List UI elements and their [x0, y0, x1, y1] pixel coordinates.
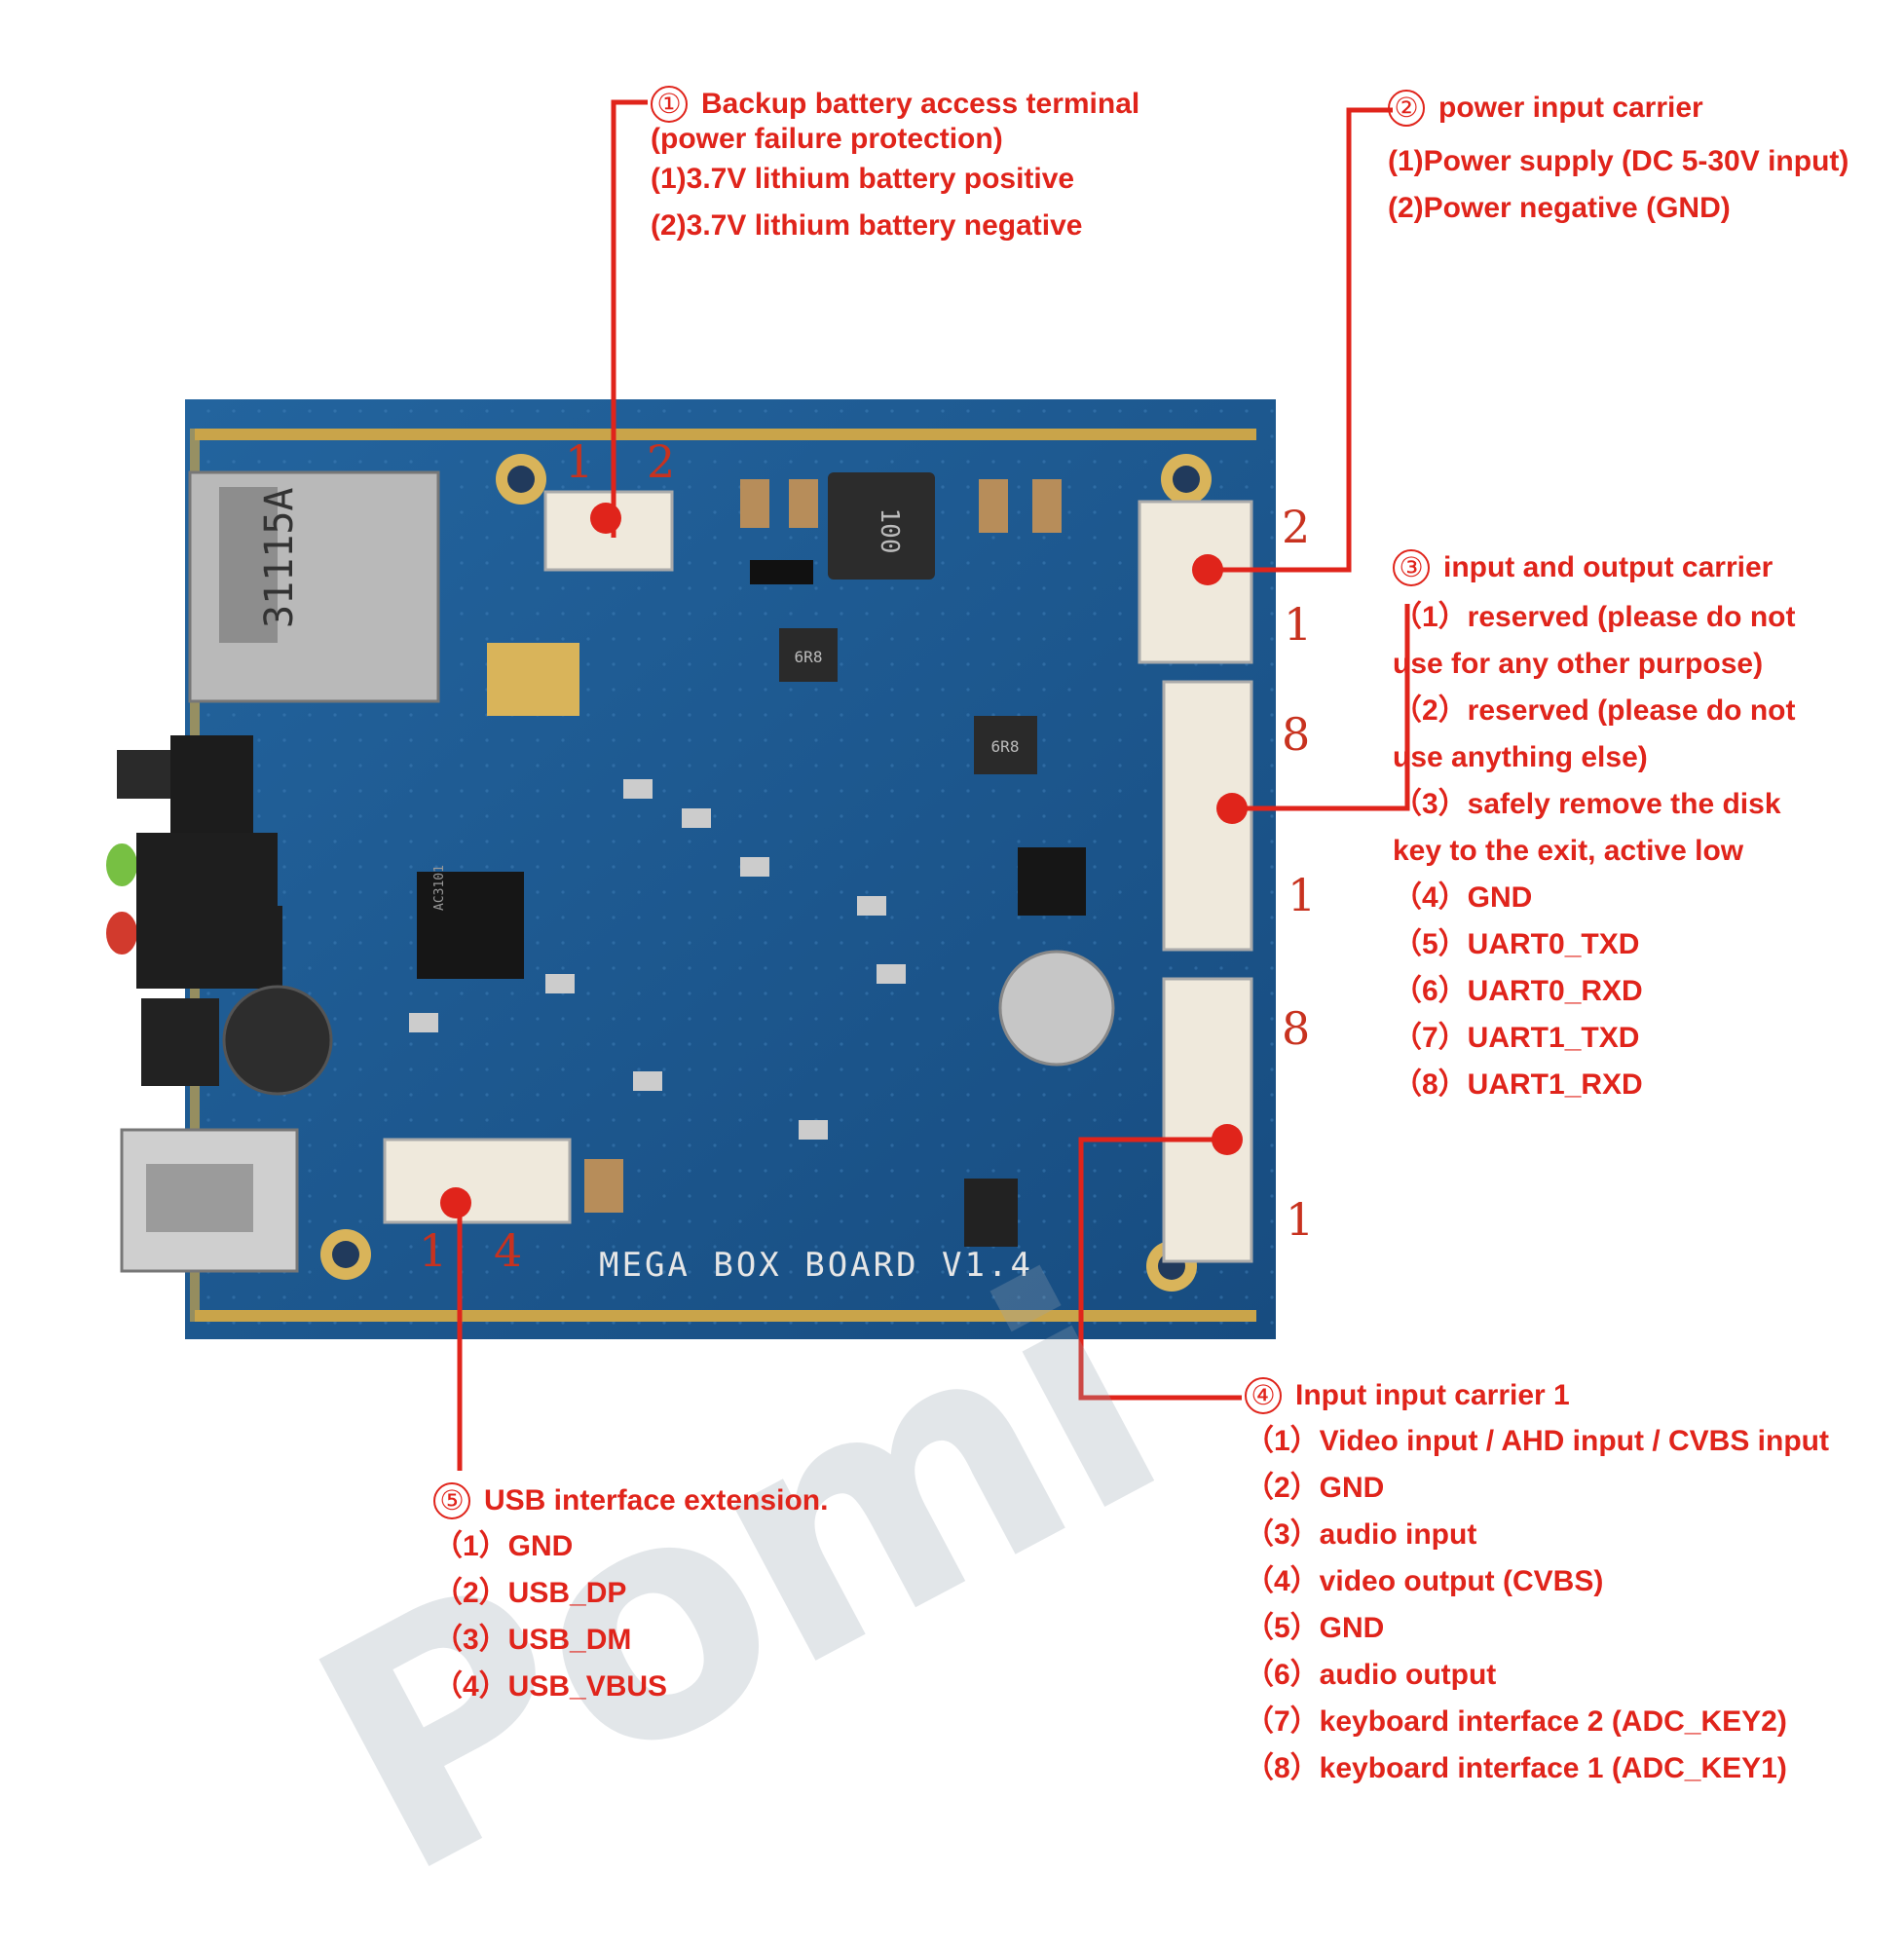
- usb-extension-connector: [383, 1138, 572, 1224]
- callout-line: （6）UART0_RXD: [1393, 975, 1643, 1007]
- sd-card-text: 31115A: [257, 488, 302, 629]
- callout-line: （7）keyboard interface 2 (ADC_KEY2): [1245, 1705, 1787, 1738]
- leader-lines: [457, 99, 1410, 1471]
- callout-title-row: ③ input and output carrier: [1393, 549, 1795, 586]
- callout-title: power input carrier: [1438, 92, 1703, 124]
- usb-pin-1: 1: [419, 1224, 447, 1277]
- callout-title: input and output carrier: [1443, 551, 1773, 583]
- callout-line: （7）UART1_TXD: [1393, 1022, 1640, 1054]
- input-pin-1: 1: [1286, 1193, 1314, 1246]
- marker-dots: [440, 503, 1248, 1218]
- callout-input-carrier: ④ Input input carrier 1 （1）Video input /…: [1245, 1377, 1829, 1792]
- callout-line: （3）safely remove the disk: [1393, 788, 1781, 820]
- inductor-label-1: 100: [875, 508, 904, 554]
- callout-title-row: ① Backup battery access terminal: [651, 86, 1139, 123]
- power-pin-2: 2: [1282, 501, 1310, 553]
- callout-line: （1）GND: [433, 1530, 574, 1562]
- inductor-label-3: 6R8: [991, 737, 1020, 756]
- callout-line: （1）Video input / AHD input / CVBS input: [1245, 1425, 1829, 1457]
- callout-line: (1)3.7V lithium battery positive: [651, 163, 1075, 195]
- callout-line: （5）GND: [1245, 1612, 1385, 1644]
- callout-title: USB interface extension.: [484, 1484, 829, 1516]
- callout-line: （3）audio input: [1245, 1518, 1477, 1551]
- callout-line: （6）audio output: [1245, 1659, 1497, 1691]
- callout-line: （8）keyboard interface 1 (ADC_KEY1): [1245, 1752, 1787, 1784]
- callout-title-row: ② power input carrier: [1388, 90, 1848, 127]
- callout-line: (2)Power negative (GND): [1388, 192, 1731, 224]
- callout-line: （4）GND: [1393, 881, 1533, 914]
- callout-line: （2）GND: [1245, 1472, 1385, 1504]
- callout-line: (power failure protection): [651, 123, 1003, 155]
- callout-line: key to the exit, active low: [1393, 835, 1744, 867]
- callout-line: （5）UART0_TXD: [1393, 928, 1640, 960]
- callout-line: （8）UART1_RXD: [1393, 1068, 1643, 1101]
- callout-line: （2）reserved (please do not: [1393, 694, 1796, 727]
- power-connector: [1138, 500, 1253, 664]
- chip-text-1: AC3101: [432, 865, 447, 911]
- callout-line: （1）reserved (please do not: [1393, 601, 1796, 633]
- pcb-diagram: 31115A AC3101 100 6R8 6R8: [106, 99, 1410, 1471]
- callout-line: use for any other purpose): [1393, 648, 1764, 680]
- callout-number: ③: [1393, 549, 1430, 586]
- callout-line: （2）USB_DP: [433, 1577, 627, 1609]
- callout-power-input: ② power input carrier (1)Power supply (D…: [1388, 90, 1848, 232]
- callout-line: （3）USB_DM: [433, 1624, 632, 1656]
- callout-number: ⑤: [433, 1482, 470, 1519]
- callout-line: use anything else): [1393, 741, 1648, 773]
- input-carrier-connector: [1162, 977, 1253, 1263]
- callout-number: ②: [1388, 90, 1425, 127]
- callout-io-carrier: ③ input and output carrier （1）reserved (…: [1393, 549, 1795, 1108]
- usb-pin-4: 4: [494, 1224, 522, 1277]
- callout-number: ④: [1245, 1377, 1282, 1414]
- callout-title: Input input carrier 1: [1295, 1379, 1570, 1411]
- callout-line: (2)3.7V lithium battery negative: [651, 209, 1083, 242]
- input-pin-8: 8: [1282, 1002, 1310, 1055]
- battery-pin-1: 1: [565, 435, 593, 488]
- callout-title-row: ⑤ USB interface extension.: [433, 1482, 828, 1519]
- side-components: [106, 735, 333, 1273]
- sd-card-slot: 31115A: [188, 470, 440, 703]
- callout-backup-battery: ① Backup battery access terminal (power …: [651, 86, 1139, 249]
- callout-line: （4）USB_VBUS: [433, 1670, 668, 1703]
- callout-number: ①: [651, 86, 688, 123]
- battery-pin-2: 2: [647, 435, 675, 488]
- callout-title: Backup battery access terminal: [701, 88, 1140, 120]
- inductor-label-2: 6R8: [795, 648, 823, 666]
- board-label: MEGA BOX BOARD V1.4: [599, 1246, 1033, 1285]
- io-pin-1: 1: [1288, 869, 1316, 921]
- power-pin-1: 1: [1284, 598, 1312, 651]
- components: AC3101 100 6R8 6R8: [409, 472, 1115, 1247]
- callout-line: (1)Power supply (DC 5-30V input): [1388, 145, 1849, 177]
- callout-line: （4）video output (CVBS): [1245, 1565, 1604, 1597]
- pin-labels: 1 2 2 1 8 1 8 1 1 4: [419, 435, 1316, 1277]
- callout-usb-extension: ⑤ USB interface extension. （1）GND （2）USB…: [433, 1482, 828, 1710]
- callout-title-row: ④ Input input carrier 1: [1245, 1377, 1829, 1414]
- io-pin-8: 8: [1282, 708, 1310, 761]
